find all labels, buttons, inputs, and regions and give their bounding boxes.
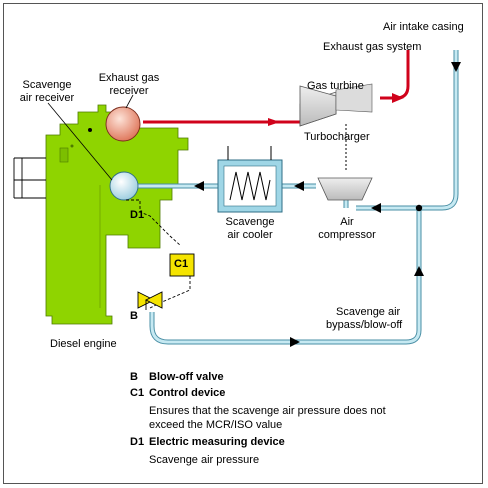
control-signal-lines — [126, 199, 191, 309]
arrow-left-icon — [194, 181, 204, 191]
exhaust-line — [143, 50, 410, 126]
label-bypass-1: Scavenge air — [336, 306, 401, 318]
legend-key: B — [130, 371, 138, 383]
scavenge-air-cooler — [217, 146, 283, 213]
label-scavenge-air-cooler-1: Scavenge — [225, 216, 275, 228]
air-compressor — [317, 177, 373, 201]
junction-dot — [415, 204, 423, 212]
label-scavenge-air-cooler-2: air cooler — [227, 229, 273, 241]
tag-c1: C1 — [174, 258, 189, 270]
label-exhaust-gas-receiver-2: receiver — [109, 85, 149, 97]
label-exhaust-gas-receiver-1: Exhaust gas — [98, 72, 160, 84]
legend-key: D1 — [130, 436, 145, 448]
leader-lines — [47, 94, 134, 181]
air-lines — [138, 50, 459, 345]
diesel-engine — [13, 104, 189, 325]
legend-desc: Ensures that the scavenge air pressure d… — [149, 405, 386, 417]
legend-desc: Scavenge air pressure — [149, 454, 260, 466]
label-diesel-engine: Diesel engine — [50, 338, 117, 350]
tag-b: B — [130, 310, 138, 322]
label-air-compressor-2: compressor — [318, 229, 376, 241]
label-scavenge-air-receiver-2: air receiver — [19, 92, 75, 104]
arrow-left-icon — [294, 181, 304, 191]
exhaust-arrow-icon — [392, 93, 404, 103]
gas-turbine — [299, 83, 373, 127]
legend-key: C1 — [130, 387, 145, 399]
b-blow-off-valve — [137, 291, 163, 310]
label-exhaust-gas-system: Exhaust gas system — [323, 41, 422, 53]
legend-title: Blow-off valve — [149, 371, 224, 383]
label-air-compressor-1: Air — [340, 216, 354, 228]
arrow-right-icon — [290, 337, 300, 347]
scavenge-air-receiver — [109, 171, 139, 201]
exhaust-gas-receiver — [105, 106, 141, 142]
label-turbocharger: Turbocharger — [304, 131, 370, 143]
arrow-left-icon — [371, 203, 381, 213]
label-air-intake-casing: Air intake casing — [383, 21, 464, 33]
legend-desc: exceed the MCR/ISO value — [149, 419, 283, 431]
air-flow-arrows — [194, 62, 461, 347]
exhaust-arrow-icon — [268, 118, 280, 126]
label-scavenge-air-receiver-1: Scavenge — [22, 79, 72, 91]
tag-d1: D1 — [130, 209, 145, 221]
arrow-up-icon — [414, 266, 424, 276]
label-gas-turbine: Gas turbine — [307, 80, 364, 92]
legend-title: Electric measuring device — [149, 436, 285, 448]
c1-control-box — [169, 253, 195, 277]
legend-title: Control device — [149, 387, 226, 399]
label-bypass-2: bypass/blow-off — [326, 319, 403, 331]
arrow-down-icon — [451, 62, 461, 72]
